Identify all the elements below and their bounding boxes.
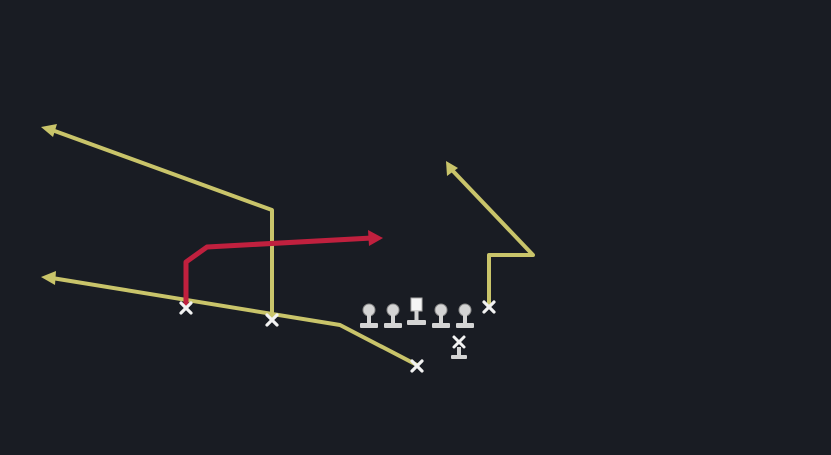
arrowhead-icon (41, 271, 56, 285)
arrowhead-icon (446, 161, 458, 176)
running-back (451, 335, 467, 359)
x-mark-icon (452, 335, 466, 349)
highlight-route (183, 230, 383, 310)
arrowhead-icon (368, 230, 383, 246)
lineman-icon (456, 303, 474, 328)
arrowhead-icon (41, 124, 57, 137)
center-icon (407, 297, 426, 325)
route-highlight (183, 235, 375, 310)
route-arrowheads (41, 124, 458, 285)
lineman-icon (360, 303, 378, 328)
lineman-icon (432, 303, 450, 328)
route-corner-up-left (450, 168, 535, 309)
x-mark-icon (179, 301, 193, 315)
route-deep-left (50, 128, 274, 321)
x-mark-icon (265, 313, 279, 327)
lineman-icon (384, 303, 402, 328)
route-flat-left (50, 276, 419, 367)
offensive-line (360, 297, 474, 328)
routes (50, 128, 535, 367)
x-mark-icon (482, 300, 496, 314)
x-mark-icon (410, 359, 424, 373)
receivers (179, 300, 496, 373)
